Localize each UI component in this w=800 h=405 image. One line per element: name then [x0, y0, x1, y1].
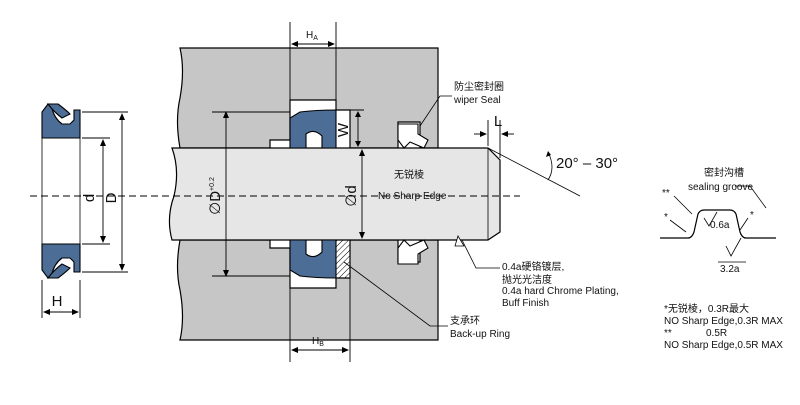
main-seal-top — [289, 109, 337, 149]
rough-1: 0.6a — [710, 220, 730, 231]
plating-label-en: 0.4a hard Chrome Plating, — [502, 286, 619, 297]
wiper-label-zh: 防尘密封圈 — [454, 80, 504, 93]
housing-bottom — [176, 239, 439, 341]
dim-d-label: d — [81, 194, 98, 202]
note-2-mark: ** — [664, 328, 672, 339]
angle-label: 20° – 30° — [556, 155, 618, 172]
note-1-en: NO Sharp Edge,0.3R MAX — [664, 316, 783, 327]
plating-label-en2: Buff Finish — [502, 298, 549, 309]
note-2-en: NO Sharp Edge,0.5R MAX — [664, 340, 783, 351]
dim-HA-label: HA — [306, 30, 318, 42]
groove-profile — [660, 209, 776, 239]
dim-D-label: D — [103, 192, 120, 203]
wiper-label-en: wiper Seal — [453, 95, 501, 106]
backup-label-en: Back-up Ring — [450, 329, 510, 340]
dim-HB-label: HB — [312, 336, 324, 348]
seal-profile-bottom-lip — [46, 263, 71, 279]
housing-top — [176, 47, 439, 149]
main-seal-bottom — [289, 239, 337, 279]
wiper-seal-top — [397, 123, 429, 149]
piston-rod — [168, 147, 501, 241]
mark-double: ** — [662, 188, 670, 199]
notes: *无锐棱，0.3R最大 NO Sharp Edge,0.3R MAX ** 0.… — [664, 302, 783, 351]
plating-label-zh2: 抛光光洁度 — [502, 273, 552, 286]
dim-phid-label: ∅d — [343, 185, 360, 206]
wiper-seal-bottom — [397, 239, 429, 265]
groove-label-en: sealing groove — [688, 182, 753, 193]
groove-label-zh: 密封沟槽 — [704, 166, 744, 179]
dim-W-label: W — [335, 122, 352, 137]
no-sharp-zh: 无锐棱 — [394, 168, 424, 181]
seal-profile-top-lip — [46, 103, 71, 119]
rough-2: 3.2a — [720, 264, 740, 275]
dim-H-label: H — [52, 293, 63, 310]
mark-single-right: * — [750, 210, 754, 221]
seal-cross-section: d D H — [41, 103, 128, 318]
no-sharp-en: No Sharp Edge — [378, 191, 447, 202]
mark-single-left: * — [664, 212, 668, 223]
dim-phiD-label: ∅D+0.2 — [207, 177, 224, 215]
housing-assembly: ∅D+0.2 ∅d HA W HB L 20° – 30° — [30, 22, 619, 362]
note-2-val: 0.5R — [706, 328, 727, 339]
dim-L-label: L — [494, 113, 502, 130]
note-1-zh: *无锐棱，0.3R最大 — [664, 302, 749, 315]
plating-label-zh: 0.4a硬铬镀层, — [502, 260, 564, 273]
groove-detail: 密封沟槽 sealing groove 0.6a 3.2a ** * * — [660, 166, 776, 275]
backup-label-zh: 支承环 — [450, 315, 480, 327]
backup-ring — [335, 239, 351, 279]
